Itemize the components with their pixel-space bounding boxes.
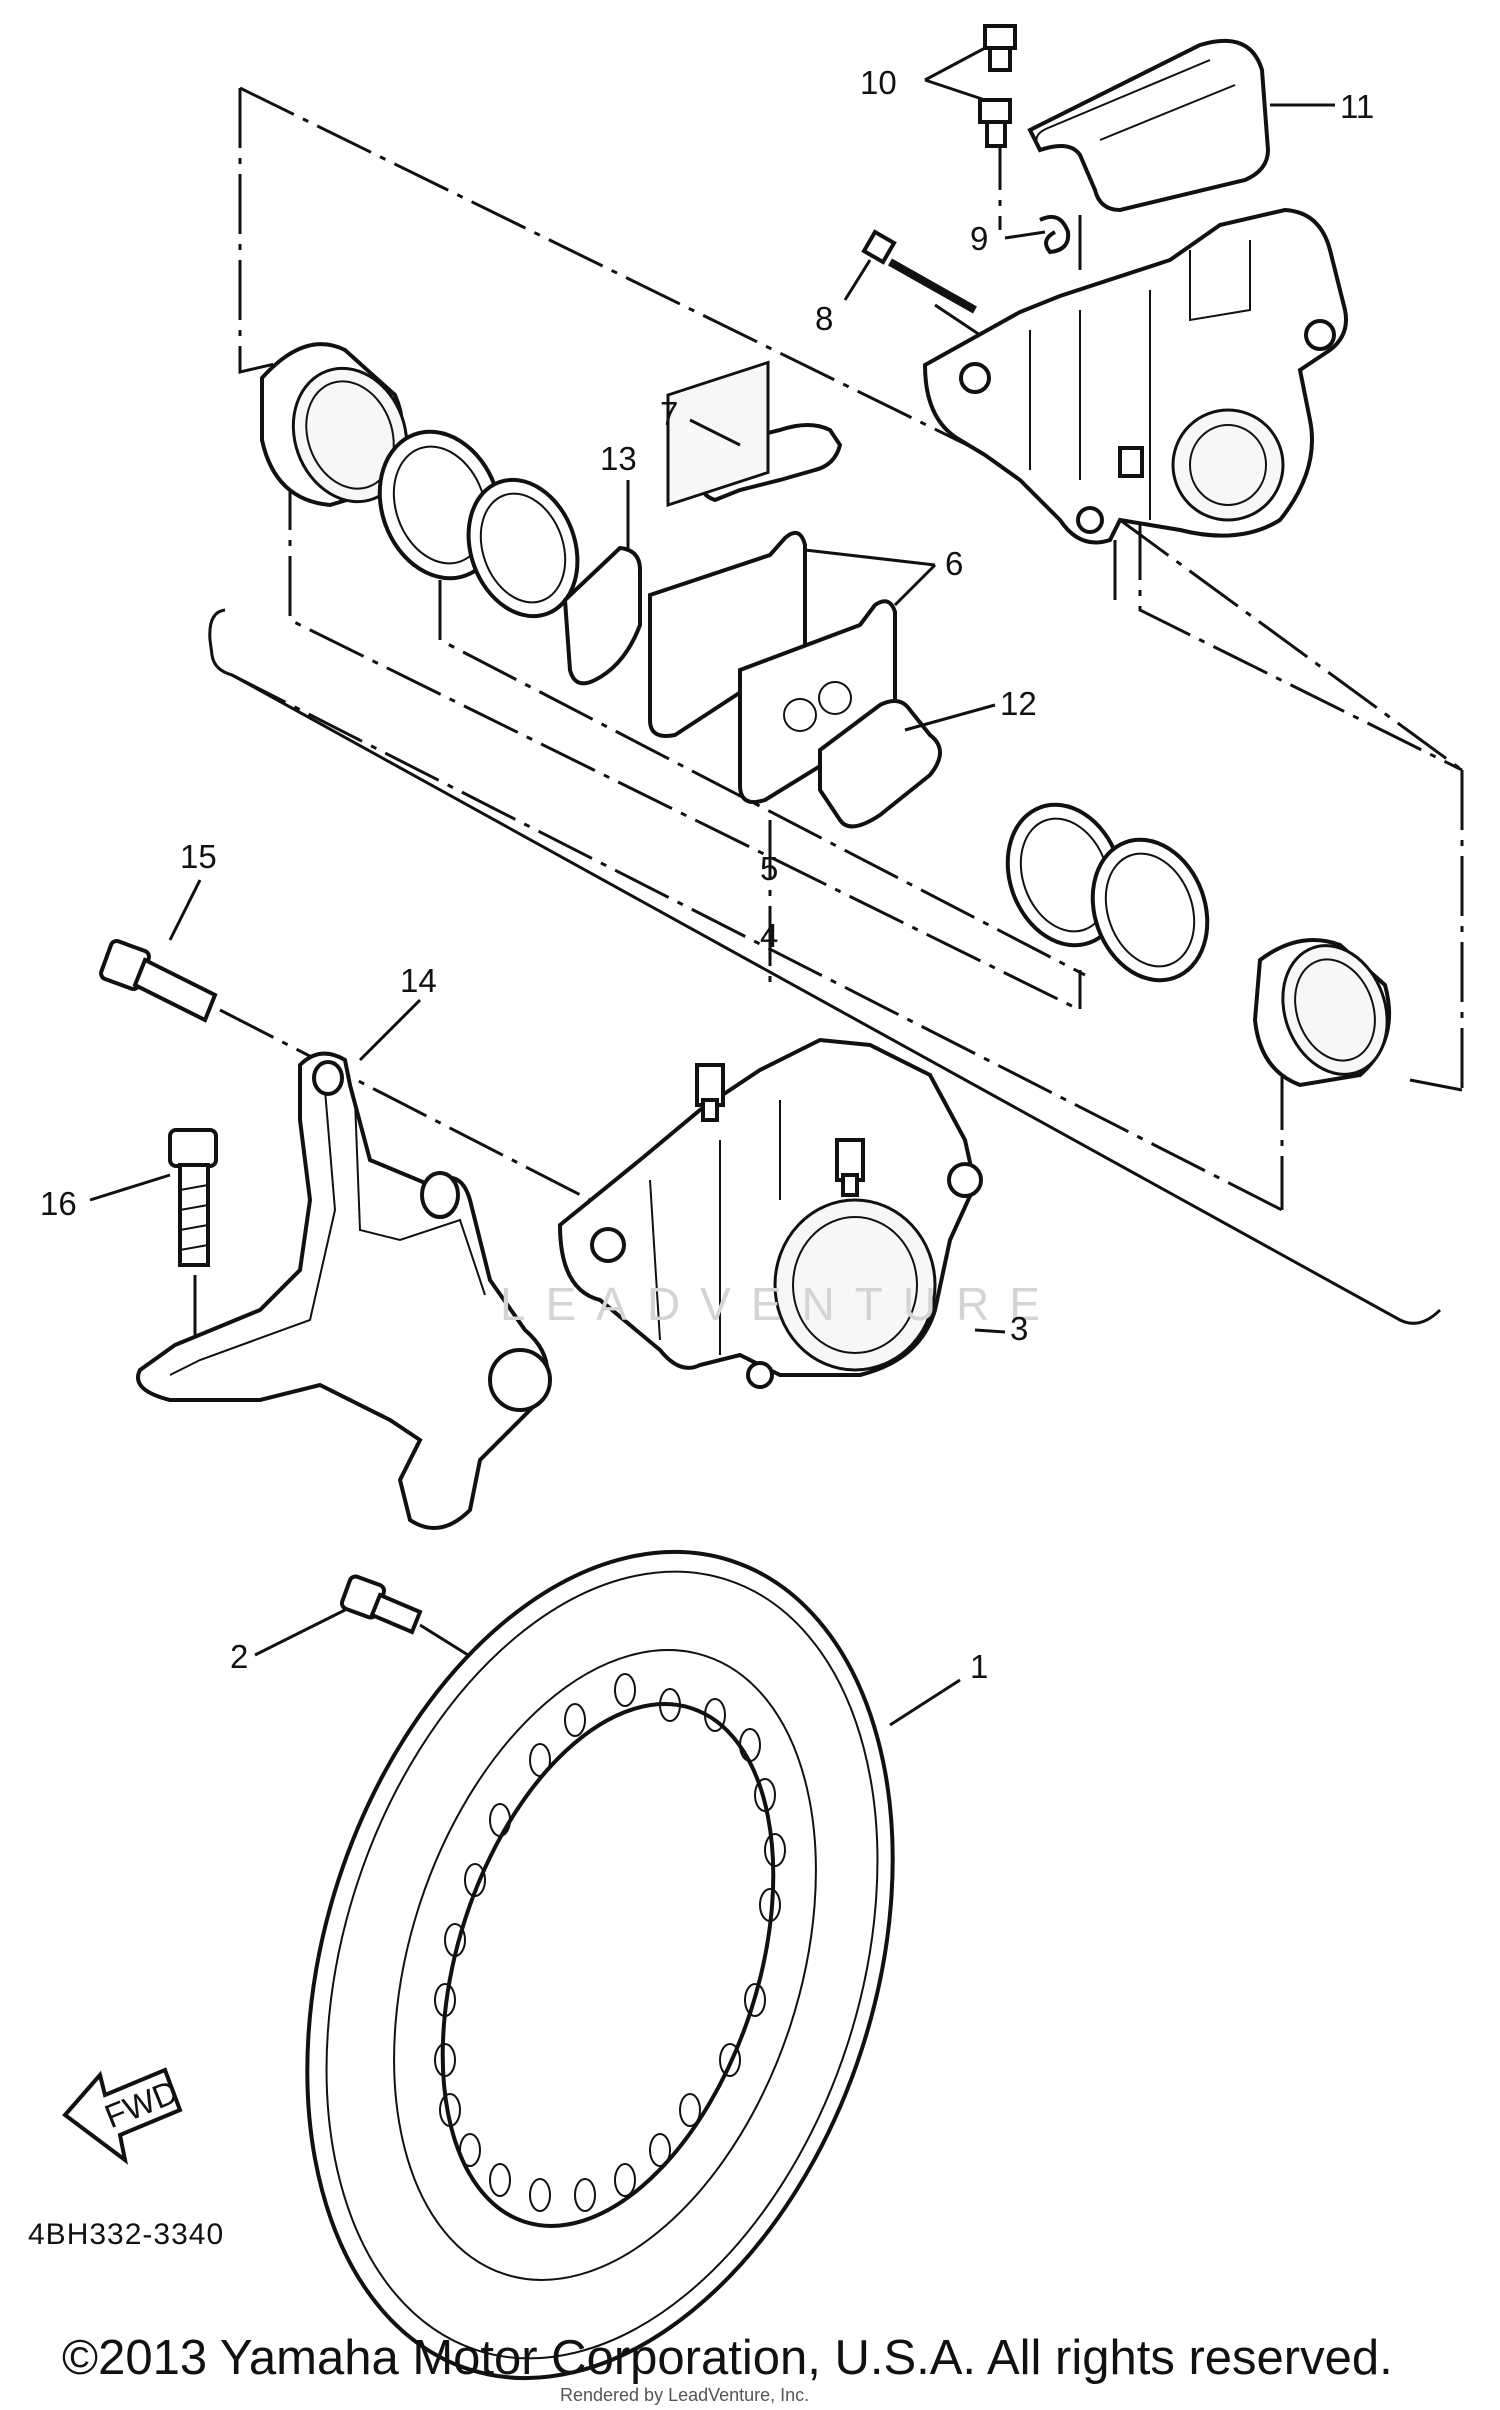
callout-9: 9 xyxy=(970,220,988,257)
upper-caliper xyxy=(922,207,1348,545)
callout-11: 11 xyxy=(1340,88,1374,125)
bolt-15 xyxy=(99,939,218,1023)
pad-cover xyxy=(1027,38,1271,213)
callout-4: 4 xyxy=(760,917,778,954)
seals-upper xyxy=(377,429,580,619)
brake-disc xyxy=(305,1549,895,2381)
callout-1: 1 xyxy=(970,1648,988,1685)
callout-3: 3 xyxy=(1010,1310,1028,1347)
rendered-by-notice: Rendered by LeadVenture, Inc. xyxy=(560,2385,810,2405)
callout-5: 5 xyxy=(760,850,778,887)
seals-lower xyxy=(1005,802,1210,983)
copyright-notice: ©2013 Yamaha Motor Corporation, U.S.A. A… xyxy=(62,2331,1393,2385)
callout-15: 15 xyxy=(180,838,217,875)
piston-lower xyxy=(1252,938,1392,1088)
clip xyxy=(1039,215,1071,255)
bolt-16 xyxy=(168,1128,218,1267)
piston-upper xyxy=(260,342,409,508)
caliper-bracket xyxy=(136,1051,552,1530)
watermark: LEADVENTURE xyxy=(500,1278,1060,1330)
part-code: 4BH332-3340 xyxy=(28,2218,225,2251)
callout-2: 2 xyxy=(230,1638,248,1675)
caliper xyxy=(557,1037,983,1389)
callout-13: 13 xyxy=(600,440,637,477)
callout-16: 16 xyxy=(40,1185,77,1222)
pad-shim-12 xyxy=(818,699,942,829)
pad-pin xyxy=(861,229,977,314)
callout-6: 6 xyxy=(945,545,963,582)
callout-7: 7 xyxy=(660,395,678,432)
callout-8: 8 xyxy=(815,300,833,337)
callout-10: 10 xyxy=(860,64,897,101)
fwd-arrow-icon: FWD xyxy=(62,2067,183,2165)
bolt-2 xyxy=(339,1574,423,1635)
pad-shim-13 xyxy=(562,545,642,686)
callout-12: 12 xyxy=(1000,685,1037,722)
callout-14: 14 xyxy=(400,962,437,999)
callout-labels: 1 2 3 4 5 6 7 8 9 10 11 12 13 14 15 16 xyxy=(40,64,1374,1685)
bleeder-screws xyxy=(978,24,1017,148)
disc-holes xyxy=(434,1673,786,2212)
leader-lines xyxy=(89,46,1335,1727)
